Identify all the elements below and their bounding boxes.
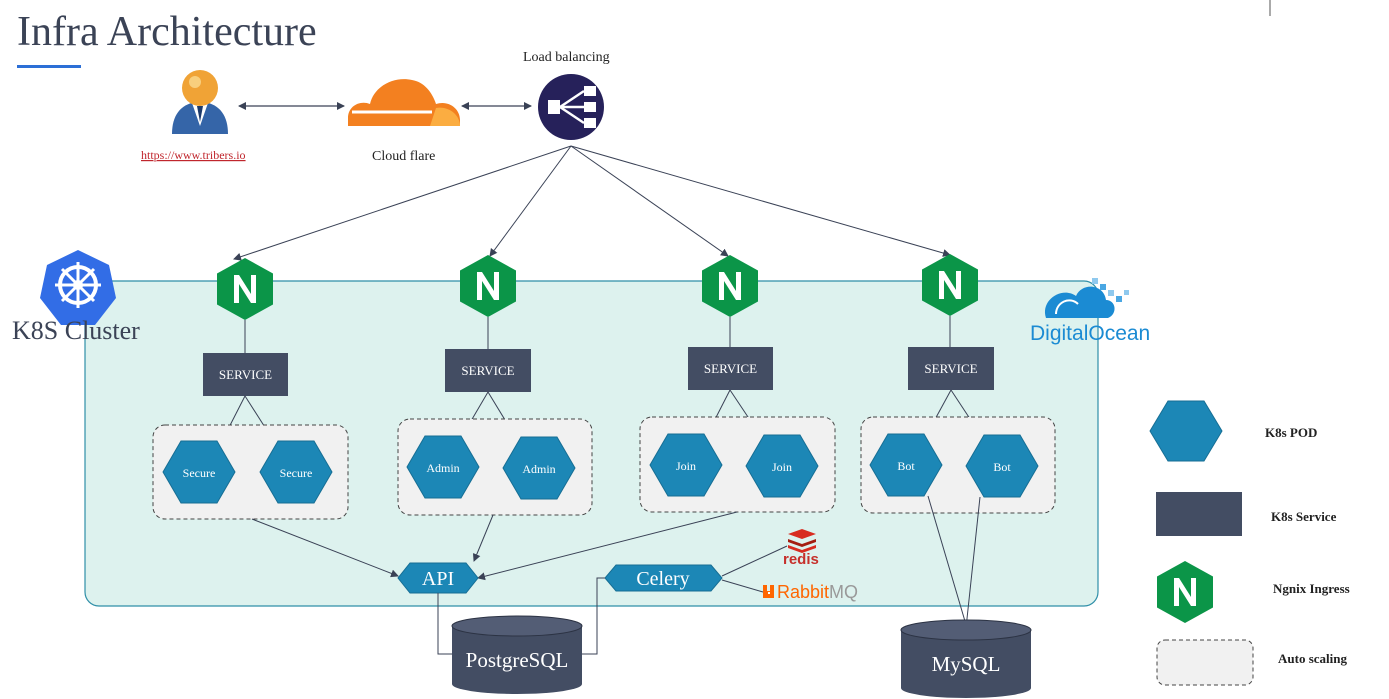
legend-ingress-label: Ngnix Ingress	[1273, 581, 1350, 596]
svg-text:MySQL: MySQL	[932, 652, 1001, 676]
bot-mysql-links	[927, 495, 981, 629]
legend-service-label: K8s Service	[1271, 509, 1337, 524]
cluster-label: K8S Cluster	[12, 316, 140, 345]
legend-pod-icon	[1149, 400, 1223, 462]
user-link[interactable]: https://www.tribers.io	[141, 148, 246, 162]
svg-text:Join: Join	[772, 460, 792, 474]
celery-broker-links	[721, 545, 788, 593]
legend-service-icon	[1156, 492, 1242, 536]
digitalocean-label: DigitalOcean	[1030, 322, 1150, 345]
kubernetes-icon	[40, 250, 116, 325]
pod-bot-2: Bot	[965, 434, 1039, 498]
legend: K8s POD K8s Service Ngnix Ingress Auto s…	[1149, 400, 1350, 686]
load-balancer-label: Load balancing	[523, 50, 610, 65]
digitalocean-icon	[1044, 278, 1129, 318]
legend-pod-label: K8s POD	[1265, 425, 1317, 440]
cloudflare-label: Cloud flare	[372, 149, 435, 164]
title-underline	[17, 65, 81, 68]
svg-text:PostgreSQL: PostgreSQL	[466, 648, 569, 672]
api-node: API	[397, 562, 479, 594]
svg-text:Bot: Bot	[993, 460, 1011, 474]
legend-nginx-icon	[1157, 561, 1213, 623]
ingress-service-links	[244, 316, 951, 353]
pod-admin-1: Admin	[406, 435, 480, 499]
page-title: Infra Architecture	[17, 9, 317, 55]
pod-join-2: Join	[745, 434, 819, 498]
svg-text:Secure: Secure	[280, 466, 313, 480]
postgresql-database: PostgreSQL	[451, 615, 583, 694]
legend-autoscaling-icon	[1156, 639, 1254, 686]
pod-secure-1: Secure	[162, 440, 236, 504]
api-postgres-link	[437, 593, 452, 655]
load-balancer-icon	[538, 74, 604, 140]
service-label: SERVICE	[924, 361, 977, 376]
redis-label: redis	[783, 551, 819, 568]
celery-node: Celery	[604, 564, 723, 592]
svg-text:Admin: Admin	[426, 461, 459, 475]
svg-text:Secure: Secure	[183, 466, 216, 480]
pods-api-links	[251, 511, 738, 581]
service-box-admin	[445, 349, 531, 392]
pod-bot-1: Bot	[869, 433, 943, 497]
pod-join-1: Join	[649, 433, 723, 497]
pod-admin-2: Admin	[502, 436, 576, 500]
cloudflare-icon	[348, 79, 460, 126]
svg-text:Bot: Bot	[897, 459, 915, 473]
celery-postgres-link	[582, 577, 605, 655]
service-label: SERVICE	[219, 367, 272, 382]
svg-text:API: API	[422, 568, 454, 590]
service-label: SERVICE	[461, 363, 514, 378]
legend-autoscaling-label: Auto scaling	[1278, 651, 1347, 666]
service-label: SERVICE	[704, 361, 757, 376]
pod-secure-2: Secure	[259, 440, 333, 504]
redis-icon	[788, 529, 816, 553]
svg-text:Celery: Celery	[636, 568, 689, 590]
rabbitmq-label: RabbitMQ	[777, 582, 858, 602]
svg-text:Admin: Admin	[522, 462, 555, 476]
svg-text:Join: Join	[676, 459, 696, 473]
service-box-secure	[203, 353, 288, 396]
user-avatar-icon	[172, 70, 228, 134]
mysql-database: MySQL	[900, 619, 1032, 698]
service-box-bot	[908, 347, 994, 390]
lb-ingress-links	[233, 145, 951, 261]
service-box-join	[688, 347, 773, 390]
rabbitmq-icon	[763, 585, 774, 598]
